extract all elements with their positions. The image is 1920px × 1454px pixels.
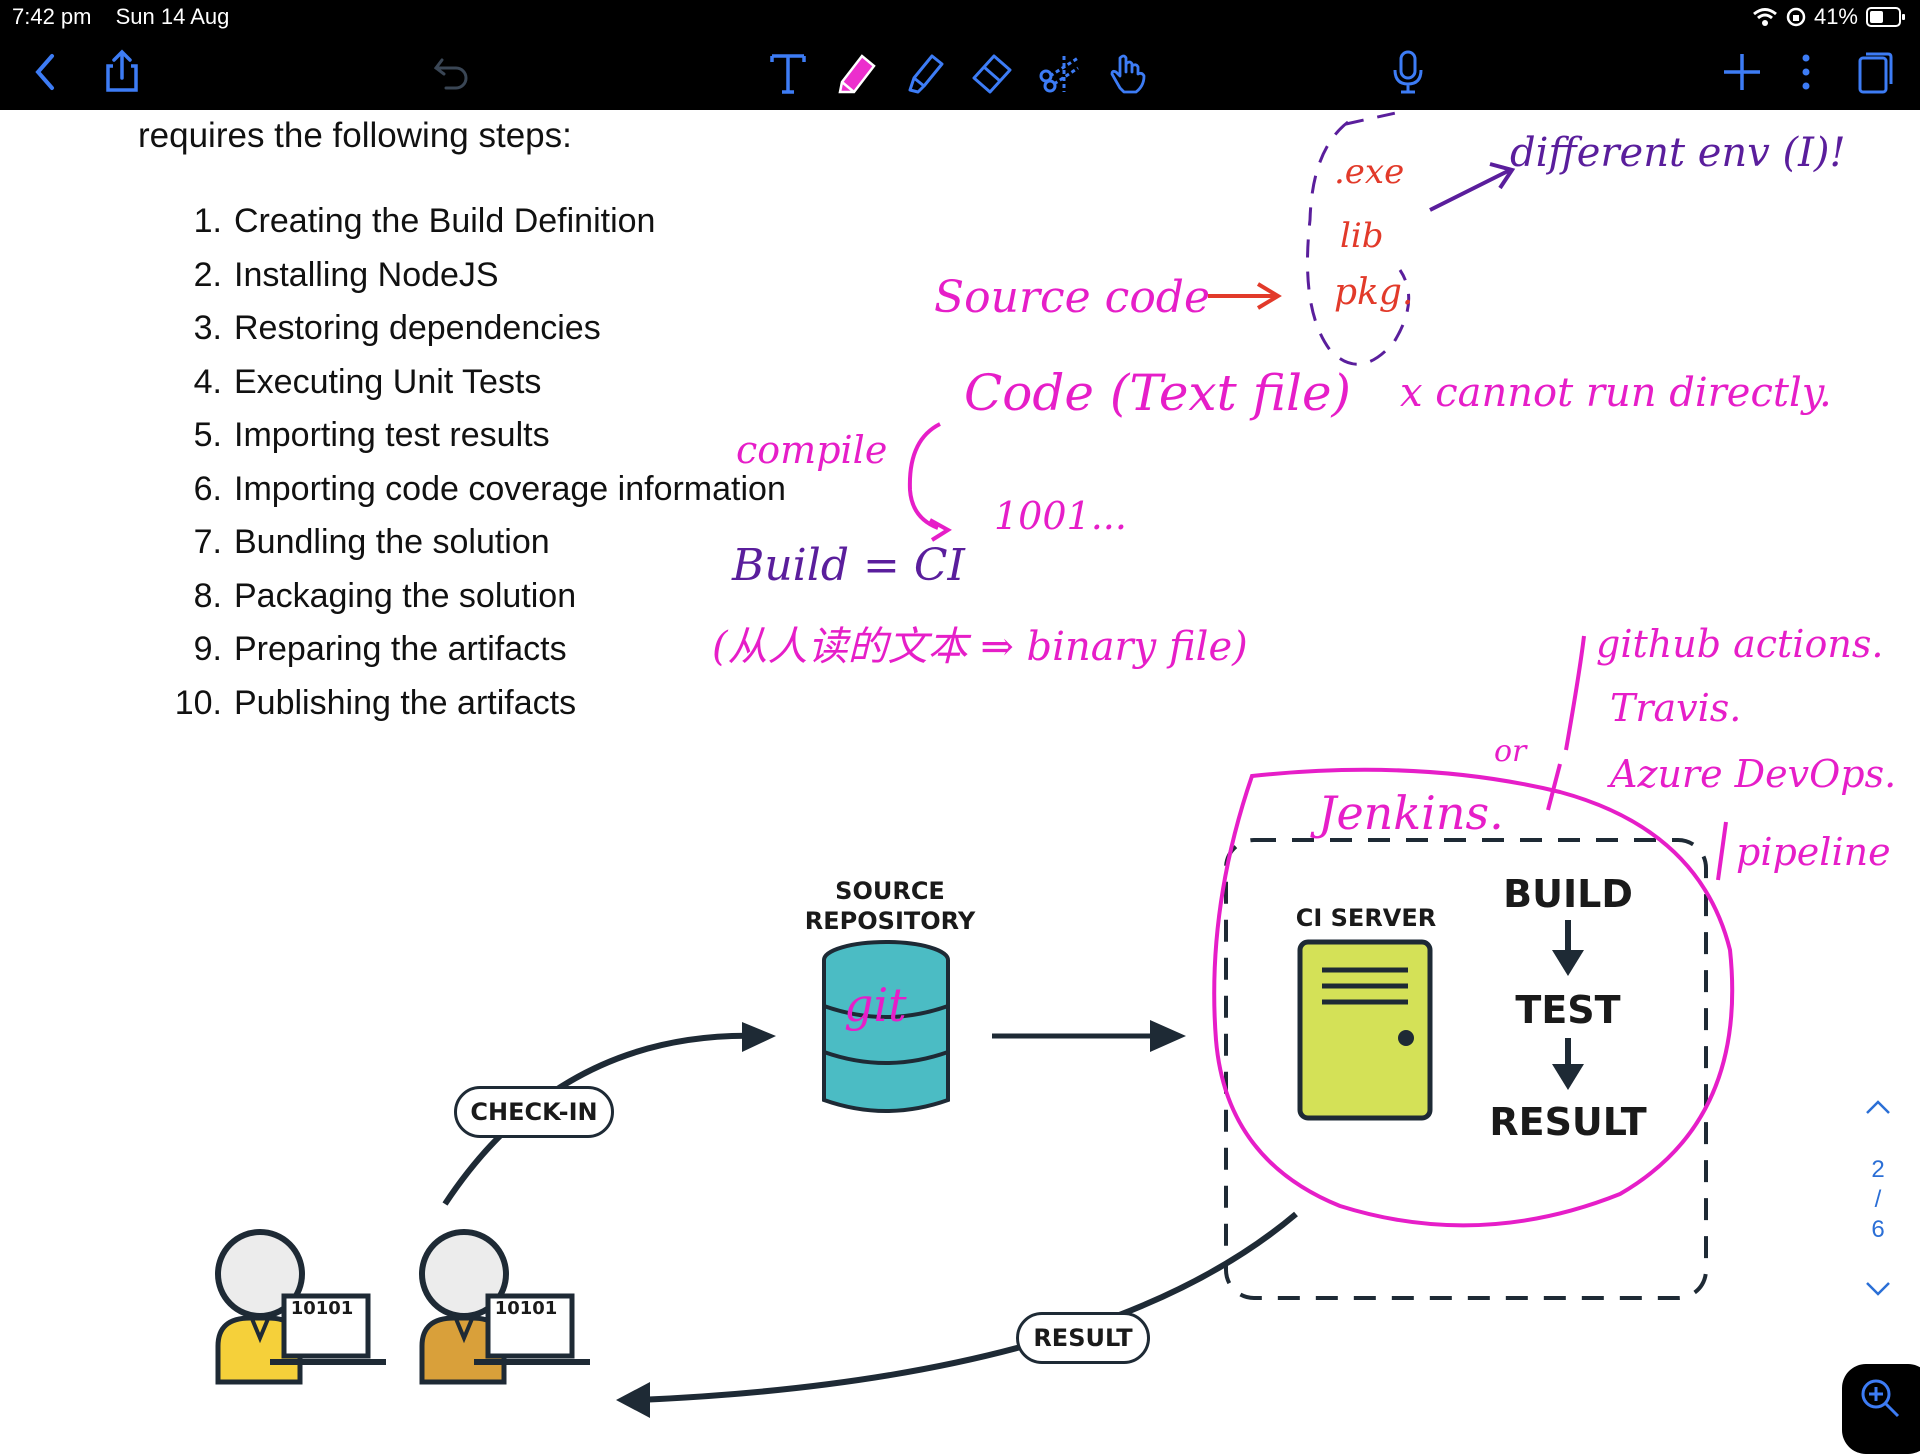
highlighter-icon bbox=[908, 54, 944, 94]
zoom-button[interactable] bbox=[1842, 1364, 1920, 1454]
hw-compile-arrow: 1001... bbox=[994, 494, 1127, 538]
list-item-text: Installing NodeJS bbox=[234, 255, 499, 294]
list-item-text: Importing test results bbox=[234, 416, 550, 454]
microphone-button[interactable] bbox=[1382, 46, 1434, 98]
list-item-number: 8. bbox=[193, 576, 222, 615]
hw-github-actions: github actions. bbox=[1596, 622, 1884, 666]
hand-tool-button[interactable] bbox=[1102, 46, 1154, 98]
hw-different-env: different env (I)! bbox=[1510, 130, 1846, 176]
undo-button[interactable] bbox=[426, 46, 478, 98]
add-page-button[interactable] bbox=[1716, 46, 1768, 98]
note-canvas[interactable]: requires the following steps: 1. Creating… bbox=[0, 110, 1920, 1440]
source-repository-label: SOURCE REPOSITORY bbox=[804, 877, 976, 935]
battery-icon bbox=[1866, 7, 1905, 27]
text-tool-icon bbox=[770, 54, 806, 94]
hw-git: git bbox=[844, 978, 907, 1032]
list-item-number: 3. bbox=[193, 309, 222, 347]
list-item-text: Restoring dependencies bbox=[234, 309, 601, 347]
developer-1-badge: 10101 bbox=[290, 1298, 354, 1319]
server-icon bbox=[1297, 939, 1433, 1121]
hw-code-text-file: Code (Text file) bbox=[964, 364, 1352, 422]
eraser-button[interactable] bbox=[966, 46, 1018, 98]
status-bar: 7:42 pm Sun 14 Aug 41% bbox=[0, 0, 1920, 34]
list-item-text: Creating the Build Definition bbox=[234, 202, 656, 240]
list-item-text: Bundling the solution bbox=[234, 523, 550, 561]
ci-server-label: CI SERVER bbox=[1295, 904, 1437, 932]
page-separator: / bbox=[1874, 1186, 1882, 1213]
hw-travis: Travis. bbox=[1610, 686, 1742, 730]
back-icon bbox=[35, 54, 54, 90]
more-button[interactable] bbox=[1780, 46, 1832, 98]
status-time: 7:42 pm bbox=[12, 4, 92, 29]
lasso-button[interactable] bbox=[1034, 46, 1086, 98]
result-pill: RESULT bbox=[1016, 1312, 1150, 1364]
list-item-text: Executing Unit Tests bbox=[234, 362, 542, 401]
battery-percent: 41% bbox=[1813, 4, 1858, 29]
hw-cannot-run: x cannot run directly. bbox=[1400, 370, 1832, 416]
ink-layer bbox=[907, 110, 1735, 1228]
hw-pkg: pkg. bbox=[1334, 272, 1414, 313]
ci-server-box bbox=[1224, 838, 1708, 1300]
list-item-text: Packaging the solution bbox=[234, 576, 577, 615]
more-icon bbox=[1802, 54, 1810, 90]
toolbar bbox=[0, 34, 1920, 110]
microphone-icon bbox=[1393, 50, 1423, 94]
hw-build-ci: Build = CI bbox=[732, 540, 965, 591]
back-button[interactable] bbox=[20, 46, 72, 98]
highlighter-button[interactable] bbox=[898, 46, 950, 98]
chevron-up-icon bbox=[1866, 1100, 1890, 1114]
developer-2-badge: 10101 bbox=[494, 1298, 558, 1319]
undo-icon bbox=[433, 58, 468, 90]
list-item-text: Preparing the artifacts bbox=[234, 630, 567, 668]
hw-azure-devops: Azure DevOps. bbox=[1610, 752, 1897, 796]
hw-pipeline: pipeline bbox=[1736, 830, 1891, 874]
hw-exe: .exe bbox=[1334, 152, 1405, 192]
list-item-number: 9. bbox=[193, 630, 222, 668]
test-label: TEST bbox=[1515, 988, 1621, 1032]
share-icon bbox=[106, 49, 138, 92]
zoom-in-icon bbox=[1861, 1379, 1900, 1418]
eraser-icon bbox=[972, 54, 1012, 94]
list-item-text: Importing code coverage information bbox=[234, 469, 786, 508]
page-current: 2 bbox=[1871, 1156, 1885, 1183]
hw-or: or bbox=[1494, 734, 1527, 769]
list-item-number: 4. bbox=[193, 362, 222, 401]
hw-source-code: Source code bbox=[934, 272, 1211, 323]
build-label: BUILD bbox=[1503, 872, 1633, 916]
developer-1-icon bbox=[215, 1229, 386, 1385]
hw-lib: lib bbox=[1340, 216, 1384, 256]
developer-2-icon bbox=[419, 1229, 590, 1385]
wifi-icon bbox=[1753, 8, 1777, 26]
check-in-pill: CHECK-IN bbox=[454, 1086, 614, 1138]
pages-icon bbox=[1858, 52, 1893, 94]
pen-tool-icon bbox=[838, 54, 876, 94]
list-item-number: 5. bbox=[193, 416, 222, 454]
share-button[interactable] bbox=[96, 46, 148, 98]
hw-human-readable: (从人读的文本 ⇒ binary file) bbox=[712, 624, 1248, 670]
list-item-text: Publishing the artifacts bbox=[234, 683, 577, 722]
hw-jenkins: Jenkins. bbox=[1318, 786, 1504, 840]
add-page-icon bbox=[1724, 54, 1760, 90]
pages-button[interactable] bbox=[1848, 46, 1900, 98]
list-item-number: 2. bbox=[193, 255, 222, 294]
hand-pointer-icon bbox=[1110, 54, 1146, 94]
intro-text: requires the following steps: bbox=[138, 116, 572, 155]
page-down-button[interactable] bbox=[1860, 1278, 1896, 1306]
lasso-scissors-icon bbox=[1039, 56, 1079, 93]
orientation-lock-icon bbox=[1786, 7, 1806, 27]
status-date: Sun 14 Aug bbox=[115, 4, 230, 29]
database-icon bbox=[822, 940, 950, 1113]
pen-tool-button[interactable] bbox=[830, 46, 882, 98]
result-box-label: RESULT bbox=[1489, 1100, 1647, 1144]
list-item-number: 1. bbox=[193, 202, 222, 240]
hw-compile: compile bbox=[736, 428, 888, 472]
list-item-number: 6. bbox=[193, 469, 222, 508]
page-up-button[interactable] bbox=[1860, 1096, 1896, 1124]
text-tool-button[interactable] bbox=[762, 46, 814, 98]
page-total: 6 bbox=[1871, 1216, 1885, 1243]
list-item-number: 10. bbox=[174, 683, 222, 722]
check-in-arrow bbox=[442, 1032, 761, 1206]
chevron-down-icon bbox=[1866, 1282, 1890, 1296]
list-item-number: 7. bbox=[193, 523, 222, 561]
